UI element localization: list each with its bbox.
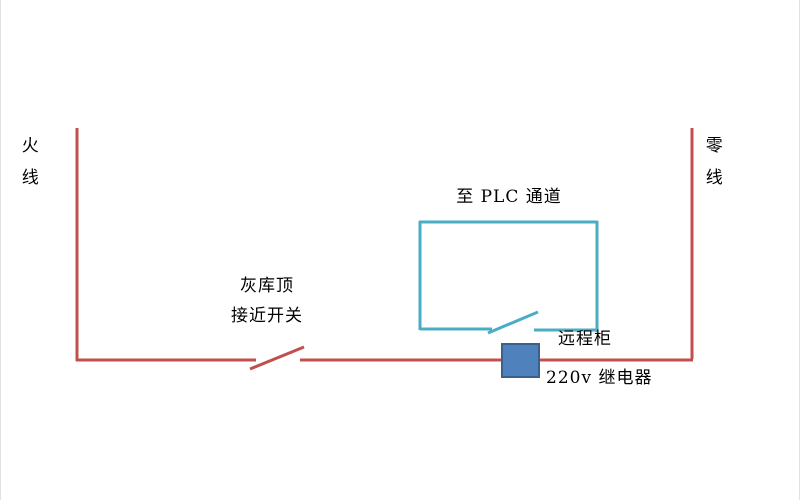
proximity-switch-label-line2: 接近开关 xyxy=(231,306,303,326)
relay-label: 220v 继电器 xyxy=(546,368,653,388)
proximity-switch-label-line1: 灰库顶 xyxy=(240,276,294,296)
proximity-switch-blade xyxy=(249,345,305,371)
neutral-wire-label: 零线 xyxy=(701,136,722,200)
remote-cabinet-label: 远程柜 xyxy=(558,329,612,349)
plc-channel-label: 至 PLC 通道 xyxy=(456,187,562,207)
signal-lines xyxy=(418,220,599,335)
power-lines xyxy=(75,128,694,371)
relay-coil-box xyxy=(501,343,540,378)
relay-contact-blade xyxy=(487,310,539,335)
live-wire-label: 火线 xyxy=(17,136,38,200)
